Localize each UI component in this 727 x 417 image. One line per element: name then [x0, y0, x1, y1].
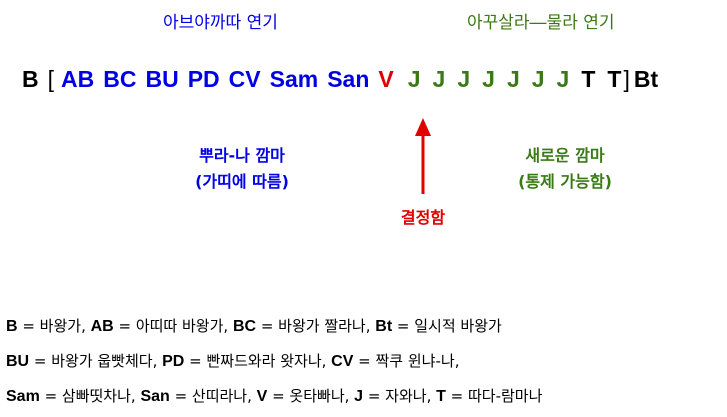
decision-arrow: [415, 118, 431, 194]
legend-desc: = 삼빠띳차나,: [39, 387, 141, 405]
past-kamma-line2: (가띠에 따름): [195, 172, 289, 191]
seq-token-j: J: [432, 66, 446, 92]
seq-token-bu: BU: [145, 66, 179, 92]
seq-token-bt: Bt: [633, 66, 659, 92]
legend-abbr: Sam: [6, 388, 40, 405]
legend-abbr: BC: [232, 318, 257, 335]
legend-desc: = 바왕가 웁빳체다,: [29, 352, 163, 370]
legend-abbr: Bt: [375, 318, 393, 335]
legend-line-3: Sam = 삼빠띳차나, San = 산띠라나, V = 옷타빠나, J = 자…: [6, 386, 542, 407]
seq-token-j: J: [506, 66, 520, 92]
seq-token-j: J: [482, 66, 495, 92]
seq-token-j: J: [556, 66, 570, 92]
legend-desc: = 옷타빠나,: [267, 387, 355, 405]
legend-abbr: T: [436, 388, 446, 405]
legend-line-1: B = 바왕가, AB = 아띠따 바왕가, BC = 바왕가 짤라나, Bt …: [6, 316, 502, 337]
seq-token-t: T: [581, 66, 596, 92]
new-kamma-label: 새로운 깜마 (통제 가능함): [480, 143, 650, 195]
seq-token-cv: CV: [228, 66, 261, 92]
legend-abbr: V: [256, 388, 268, 405]
legend-abbr: AB: [90, 318, 114, 335]
past-kamma-line1: 뿌라-나 깜마: [199, 146, 285, 165]
legend-desc: = 자와나,: [363, 387, 437, 405]
past-kamma-label: 뿌라-나 깜마 (가띠에 따름): [162, 143, 322, 195]
legend-desc: = 빤짜드와라 왓자나,: [184, 352, 332, 370]
seq-token-v: V: [378, 66, 394, 92]
left-phase-title: 아브야까따 연기: [163, 13, 278, 33]
legend-abbr: PD: [162, 353, 185, 370]
legend-desc: = 따다-람마나: [445, 387, 543, 405]
seq-close-bracket: ]: [623, 66, 630, 92]
legend-abbr: B: [6, 318, 18, 335]
seq-token-ab: AB: [61, 66, 95, 92]
seq-token-j: J: [531, 66, 545, 92]
seq-token-b: B: [22, 66, 39, 92]
legend-line-2: BU = 바왕가 웁빳체다, PD = 빤짜드와라 왓자나, CV = 짝쿠 윈…: [6, 351, 459, 372]
legend-abbr: J: [354, 388, 364, 405]
legend-abbr: CV: [331, 353, 354, 370]
legend-abbr: BU: [6, 353, 30, 370]
decision-label: 결정함: [400, 208, 446, 227]
arrow-head: [415, 118, 431, 136]
legend-desc: = 아띠따 바왕가,: [113, 317, 233, 335]
seq-token-san: San: [327, 66, 370, 92]
new-kamma-line2: (통제 가능함): [518, 172, 612, 191]
legend-desc: = 바왕가,: [17, 317, 91, 335]
seq-token-j: J: [407, 66, 421, 92]
seq-token-pd: PD: [187, 66, 220, 92]
legend-desc: = 바왕가 짤라나,: [256, 317, 376, 335]
arrow-shaft: [421, 134, 425, 194]
right-phase-title: 아꾸살라―물라 연기: [467, 13, 615, 33]
legend-desc: = 일시적 바왕가: [392, 317, 502, 335]
legend-desc: = 산띠라나,: [169, 387, 257, 405]
legend-desc: = 짝쿠 윈냐-나,: [353, 352, 460, 370]
seq-token-j: J: [457, 66, 471, 92]
new-kamma-line1: 새로운 깜마: [525, 146, 605, 165]
seq-token-sam: Sam: [269, 66, 319, 92]
legend-abbr: San: [140, 388, 170, 405]
seq-open-bracket: [: [47, 66, 55, 92]
seq-token-t: T: [607, 66, 622, 92]
seq-token-bc: BC: [103, 66, 137, 92]
